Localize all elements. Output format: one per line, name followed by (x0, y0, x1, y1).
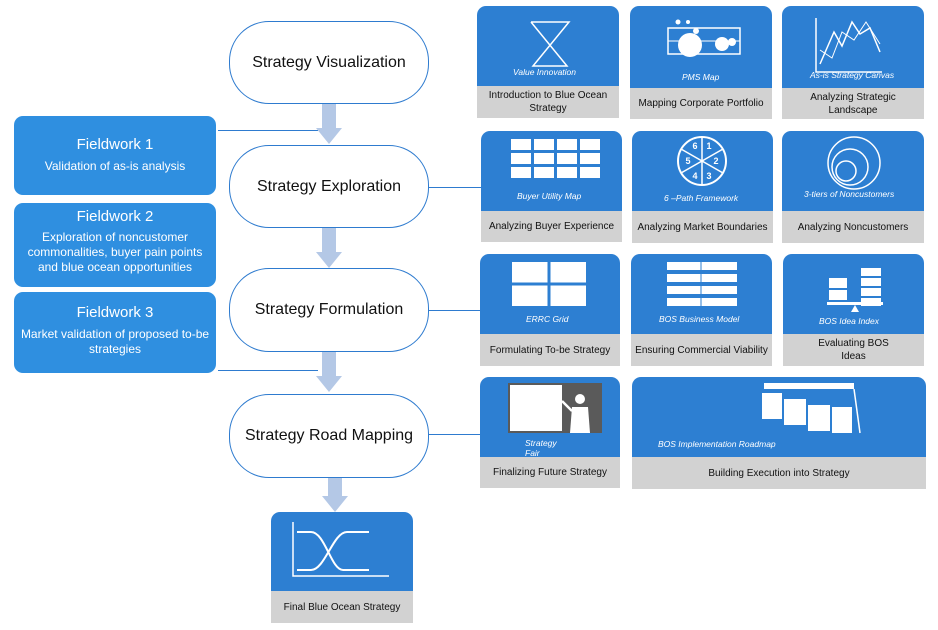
card-image-label: As-is Strategy Canvas (810, 70, 895, 80)
down-arrow-4 (322, 478, 348, 512)
card-image-label: Value Innovation (513, 67, 577, 77)
stage-exploration: Strategy Exploration (229, 145, 429, 228)
card-caption: Introduction to Blue Ocean Strategy (477, 86, 619, 118)
card-caption: Building Execution into Strategy (632, 457, 926, 489)
fieldwork-title: Fieldwork 2 (76, 208, 154, 225)
stage-label: Strategy Exploration (256, 177, 402, 195)
down-arrow-3 (316, 352, 342, 392)
strategy-canvas-icon (815, 18, 882, 73)
card-caption: Analyzing Strategic Landscape (782, 88, 924, 119)
tool-card-value-innovation: Value Innovation Introduction to Blue Oc… (477, 6, 619, 118)
card-caption: Mapping Corporate Portfolio (630, 88, 772, 119)
card-caption: Finalizing Future Strategy (480, 457, 620, 488)
tool-card-implementation-roadmap: BOS Implementation Roadmap Building Exec… (632, 377, 926, 489)
noncustomers-tiers-icon (827, 136, 881, 190)
card-caption: Evaluating BOS Ideas (783, 334, 924, 366)
errc-grid-icon (512, 262, 586, 306)
stage-label: Strategy Road Mapping (244, 427, 414, 444)
card-image-label: PMS Map (682, 72, 720, 82)
tool-card-idea-index: BOS Idea Index Evaluating BOS Ideas (783, 254, 924, 366)
fieldwork-2: Fieldwork 2 Exploration of noncustomer c… (14, 203, 216, 287)
card-image-label: BOS Idea Index (819, 316, 880, 326)
fieldwork-desc: Market validation of proposed to-be stra… (20, 327, 210, 356)
down-arrow-1 (316, 104, 342, 144)
tool-card-strategy-canvas: As-is Strategy Canvas Analyzing Strategi… (782, 6, 924, 119)
tool-card-errc-grid: ERRC Grid Formulating To-be Strategy (480, 254, 620, 366)
tool-card-final-strategy: Final Blue Ocean Strategy (271, 512, 413, 623)
path-number: 4 (692, 171, 697, 181)
connector-formulation (428, 310, 481, 311)
card-image-label: Buyer Utility Map (517, 191, 582, 201)
idea-index-icon (827, 268, 883, 312)
tool-card-strategy-fair: Strategy Fair Finalizing Future Strategy (480, 377, 620, 488)
path-number: 3 (706, 171, 711, 181)
tool-card-pms-map: PMS Map Mapping Corporate Portfolio (630, 6, 772, 119)
tool-card-buyer-utility: Buyer Utility Map Analyzing Buyer Experi… (481, 131, 622, 242)
down-arrow-2 (316, 228, 342, 268)
connector-fieldwork1 (218, 130, 318, 131)
fieldwork-title: Fieldwork 3 (76, 304, 154, 321)
fieldwork-1: Fieldwork 1 Validation of as-is analysis (14, 116, 216, 195)
implementation-roadmap-icon (762, 383, 861, 434)
six-path-framework-icon: 1 2 3 4 5 6 (677, 136, 727, 186)
tool-card-noncustomers: 3-tiers of Noncustomers Analyzing Noncus… (782, 131, 924, 243)
card-image-label: BOS Business Model (659, 314, 740, 324)
card-caption: Formulating To-be Strategy (480, 334, 620, 366)
card-caption: Analyzing Noncustomers (782, 211, 924, 243)
path-number: 5 (685, 156, 690, 166)
card-caption: Analyzing Buyer Experience (481, 211, 622, 242)
final-strategy-canvas-icon (292, 522, 389, 577)
fieldwork-3: Fieldwork 3 Market validation of propose… (14, 292, 216, 373)
card-caption: Ensuring Commercial Viability (631, 334, 772, 366)
tool-card-six-path: 1 2 3 4 5 6 6 –Path Framework Analyzing … (632, 131, 773, 243)
strategy-fair-icon (508, 383, 602, 433)
path-number: 2 (713, 156, 718, 166)
connector-exploration (428, 187, 481, 188)
fieldwork-desc: Validation of as-is analysis (44, 159, 186, 173)
card-image-label: ERRC Grid (526, 314, 569, 324)
fieldwork-title: Fieldwork 1 (76, 136, 154, 153)
stage-formulation: Strategy Formulation (229, 268, 429, 352)
business-model-icon (667, 262, 737, 306)
buyer-utility-map-icon (511, 139, 600, 178)
tool-card-business-model: BOS Business Model Ensuring Commercial V… (631, 254, 772, 366)
fieldwork-desc: Exploration of noncustomer commonalities… (27, 230, 203, 274)
connector-fieldwork3 (218, 370, 318, 371)
card-image-label: 3-tiers of Noncustomers (804, 189, 895, 199)
stage-label: Strategy Formulation (254, 301, 404, 318)
connector-roadmapping (428, 434, 481, 435)
stage-visualization: Strategy Visualization (229, 21, 429, 104)
card-image-label: BOS Implementation Roadmap (658, 439, 776, 449)
stage-label: Strategy Visualization (252, 53, 406, 71)
value-innovation-icon (530, 21, 571, 67)
pms-map-icon (667, 19, 741, 57)
card-image-label: Strategy Fair (525, 438, 557, 457)
path-number: 1 (706, 141, 711, 151)
card-caption: Analyzing Market Boundaries (632, 211, 773, 243)
path-number: 6 (692, 141, 697, 151)
card-image-label: 6 –Path Framework (664, 193, 739, 203)
card-caption: Final Blue Ocean Strategy (271, 591, 413, 623)
stage-road-mapping: Strategy Road Mapping (229, 394, 429, 478)
